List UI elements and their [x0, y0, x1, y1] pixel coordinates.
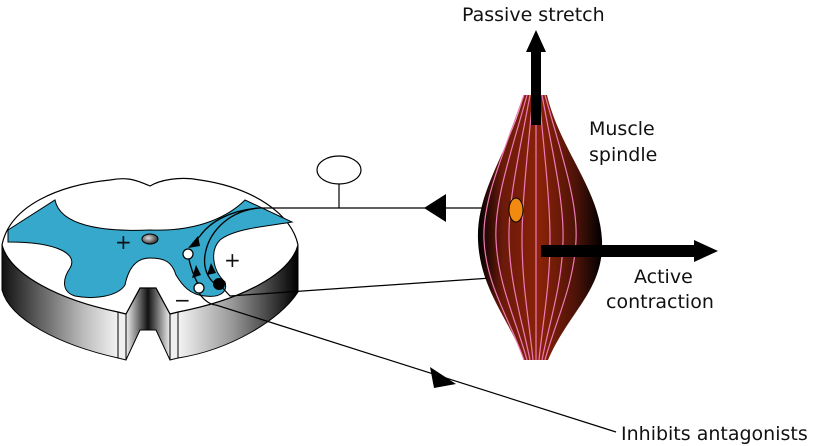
inhibitory-line [198, 292, 617, 433]
inhibitory-motor-neuron [193, 282, 205, 294]
inhibitory-arrow [430, 367, 456, 388]
motor-efferent-line [218, 275, 521, 297]
active-contraction-label-2: contraction [606, 291, 714, 313]
passive-stretch-arrow [526, 30, 546, 125]
dorsal-root-ganglion [316, 155, 362, 185]
synapse-arrow-3 [207, 263, 216, 275]
excitatory-sign-left: + [115, 230, 132, 254]
spinal-cord [1, 177, 340, 361]
active-contraction-label-1: Active [634, 266, 693, 288]
spindle-receptor [508, 197, 524, 223]
muscle-fibers [483, 94, 577, 361]
afferent-branch [203, 207, 259, 284]
active-contraction-arrow [541, 240, 718, 262]
excitatory-sign-right: + [224, 248, 241, 272]
afferent-arrow [424, 194, 446, 222]
inhibits-antagonists-label: Inhibits antagonists [621, 423, 808, 445]
muscle-spindle-label-2: spindle [589, 144, 658, 166]
afferent-fiber [191, 207, 340, 246]
inhibitory-sign: − [174, 288, 191, 312]
central-canal [141, 233, 159, 245]
interneuron-cell [182, 248, 194, 260]
muscle [477, 94, 603, 361]
synapse-arrow-1 [188, 236, 200, 248]
muscle-body [477, 95, 603, 360]
muscle-spindle-label-1: Muscle [589, 118, 655, 140]
passive-stretch-label: Passive stretch [462, 4, 605, 26]
